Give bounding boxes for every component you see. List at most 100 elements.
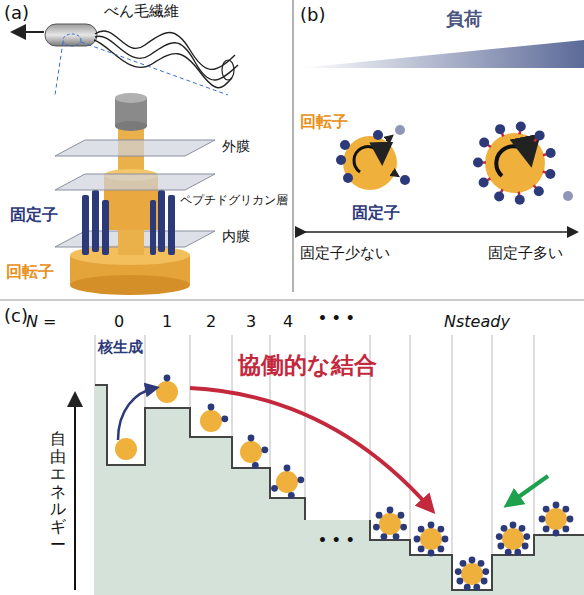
stator-dot bbox=[252, 462, 259, 469]
stator-dot bbox=[288, 492, 295, 499]
state-number: 4 bbox=[283, 312, 293, 331]
part-label: 固定子 bbox=[10, 205, 58, 224]
rotor-circle bbox=[156, 381, 178, 403]
stator-dot bbox=[455, 568, 462, 575]
stator-dot bbox=[535, 130, 545, 140]
state-number: 2 bbox=[206, 312, 216, 331]
part-label: べん毛繊維 bbox=[104, 2, 179, 20]
stator-dot bbox=[297, 476, 304, 483]
part-label: 固定子 bbox=[352, 203, 400, 222]
ellipsis: • • • bbox=[318, 532, 355, 549]
axis-label: 自由エネルギー bbox=[50, 430, 66, 553]
stator-dot bbox=[546, 148, 556, 158]
panel-divider bbox=[0, 299, 584, 300]
stator-dot bbox=[414, 536, 421, 543]
state-number: 3 bbox=[246, 312, 256, 331]
stator-dot bbox=[208, 404, 215, 411]
stator-dot bbox=[522, 543, 529, 550]
part-label: 内膜 bbox=[222, 228, 250, 245]
stator-dot bbox=[523, 533, 530, 540]
stator-dot bbox=[567, 516, 574, 523]
stator-dot bbox=[479, 178, 489, 188]
rotor-many-stators bbox=[473, 121, 573, 204]
stator-dot bbox=[284, 465, 291, 472]
panel-letter: (b) bbox=[300, 4, 325, 26]
stator-dot bbox=[495, 124, 505, 134]
energy-fill bbox=[370, 535, 584, 595]
stator-dot bbox=[514, 549, 521, 556]
panel-letter: (c) bbox=[4, 305, 28, 327]
stator-dot bbox=[373, 524, 380, 531]
axis-label: 負荷 bbox=[446, 8, 482, 30]
stator-dot bbox=[545, 169, 555, 179]
energy-fill bbox=[95, 385, 305, 595]
stator-dot bbox=[515, 195, 525, 205]
stator-dot bbox=[534, 186, 544, 196]
rotor-circle bbox=[276, 471, 298, 493]
stator-dot bbox=[516, 121, 526, 131]
stator-dot bbox=[543, 525, 550, 532]
stator-dot bbox=[543, 506, 550, 513]
stator-dot bbox=[387, 507, 394, 514]
stator-dot bbox=[553, 502, 560, 509]
stator-dot bbox=[437, 526, 444, 533]
stator-dot bbox=[376, 512, 383, 519]
part-label: 外膜 bbox=[222, 138, 250, 155]
stator-dot bbox=[562, 525, 569, 532]
stator-dot bbox=[482, 568, 489, 575]
stator-dot bbox=[481, 578, 488, 585]
panel-letter: (a) bbox=[4, 2, 29, 24]
stator-dot bbox=[464, 584, 471, 591]
stator-dot bbox=[261, 446, 268, 453]
stator-dot bbox=[505, 549, 512, 556]
stator-dot bbox=[248, 435, 255, 442]
stator-dot bbox=[473, 157, 483, 167]
state-number: 0 bbox=[114, 312, 124, 331]
state-number: Nsteady bbox=[444, 312, 510, 331]
stator-dot bbox=[428, 522, 435, 529]
stator-dot bbox=[519, 525, 526, 532]
stator-dot bbox=[510, 522, 517, 529]
rotor-circle bbox=[115, 438, 137, 460]
rotor-circle bbox=[200, 410, 222, 432]
stator-dot bbox=[418, 526, 425, 533]
panel-divider bbox=[292, 0, 294, 292]
stator-dot bbox=[221, 415, 228, 422]
stator-dot bbox=[563, 191, 573, 201]
rotor-states bbox=[115, 375, 573, 591]
energy-profile bbox=[370, 520, 584, 590]
bacterium bbox=[14, 24, 238, 95]
energy-profile bbox=[95, 385, 305, 520]
rotor-few-stators bbox=[336, 125, 410, 190]
stator-dot bbox=[479, 138, 489, 148]
process-label: 核生成 bbox=[98, 338, 143, 356]
stator-dot bbox=[473, 584, 480, 591]
scale-label: 固定子多い bbox=[488, 244, 563, 262]
stator-dot bbox=[501, 525, 508, 532]
nucleation-arrow bbox=[118, 388, 155, 440]
stator-dot bbox=[381, 533, 388, 540]
stator-dot bbox=[400, 524, 407, 531]
stator-dot bbox=[478, 560, 485, 567]
stator-dot bbox=[437, 545, 444, 552]
stator-dot bbox=[494, 191, 504, 201]
part-label: ペプチドグリカン層 bbox=[180, 193, 288, 207]
stator-dot bbox=[497, 543, 504, 550]
energy-fill bbox=[305, 520, 370, 595]
load-wedge bbox=[300, 40, 584, 68]
stator-dot bbox=[469, 557, 476, 564]
scale-label: 固定子少ない bbox=[300, 244, 390, 262]
stator-dot bbox=[496, 533, 503, 540]
process-label: 協働的な結合 bbox=[238, 352, 377, 380]
stator-dot bbox=[428, 550, 435, 557]
rotor-circle bbox=[379, 513, 401, 535]
stator-dot bbox=[562, 506, 569, 513]
stator-dot bbox=[418, 545, 425, 552]
stator-dot bbox=[164, 375, 171, 382]
stator-dot bbox=[271, 485, 278, 492]
cooperative-arrow bbox=[190, 388, 430, 508]
rotor-circle bbox=[240, 441, 262, 463]
part-label: 回転子 bbox=[6, 262, 54, 281]
